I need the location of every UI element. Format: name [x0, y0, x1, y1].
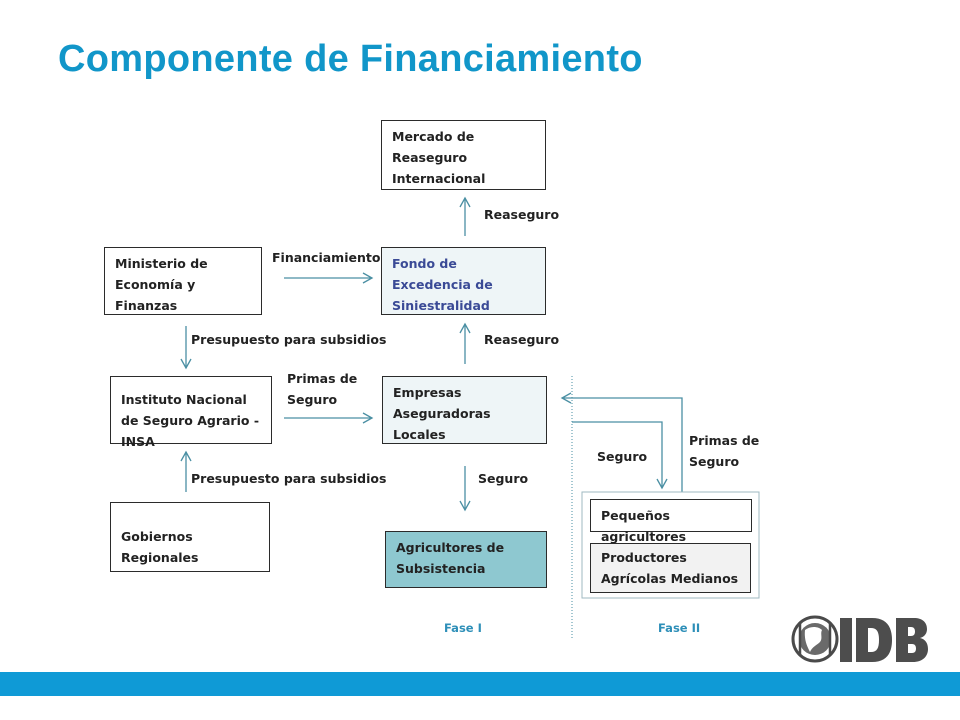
page-title: Componente de Financiamiento — [58, 38, 643, 80]
edge-label-primas-left: Primas de Seguro — [287, 371, 358, 407]
phase-label-fase-2: Fase II — [658, 621, 701, 635]
footer-bar — [0, 672, 960, 696]
idb-letters — [840, 618, 928, 662]
edge-label-reaseguro-top: Reaseguro — [484, 207, 560, 222]
edge-label-reaseguro-mid: Reaseguro — [484, 332, 560, 347]
edge-label-financiamiento: Financiamiento — [272, 250, 381, 265]
phase-label-fase-1: Fase I — [444, 621, 482, 635]
node-fondo-excedencia: Fondo de Excedencia de Siniestralidad — [381, 247, 546, 315]
edge-label-seguro-right: Seguro — [597, 449, 648, 464]
edge-label-presupuesto-bottom: Presupuesto para subsidios — [191, 471, 387, 486]
node-agricultores-subsistencia: Agricultores de Subsistencia — [385, 531, 547, 588]
node-empresas-aseguradoras: Empresas Aseguradoras Locales — [382, 376, 547, 444]
arrow-primas-to-empresas-right — [560, 392, 683, 492]
edge-label-seguro-down: Seguro — [478, 471, 529, 486]
node-mercado-reaseguro: Mercado de Reaseguro Internacional — [381, 120, 546, 190]
edge-label-primas-right: Primas de Seguro — [689, 433, 760, 469]
idb-logo — [791, 615, 928, 663]
node-productores-medianos: Productores Agrícolas Medianos — [590, 543, 751, 593]
arrow-seguro-to-pequenos — [572, 421, 668, 490]
idb-seal-icon — [791, 615, 839, 663]
node-ministerio: Ministerio de Economía y Finanzas — [104, 247, 262, 315]
node-pequenos-agricultores: Pequeños agricultores — [590, 499, 752, 544]
node-insa: Instituto Nacional de Seguro Agrario - I… — [110, 376, 272, 449]
edge-label-presupuesto-top: Presupuesto para subsidios — [191, 332, 387, 347]
node-gobiernos-regionales: Gobiernos Regionales — [110, 502, 270, 572]
fase2-group — [581, 491, 760, 599]
